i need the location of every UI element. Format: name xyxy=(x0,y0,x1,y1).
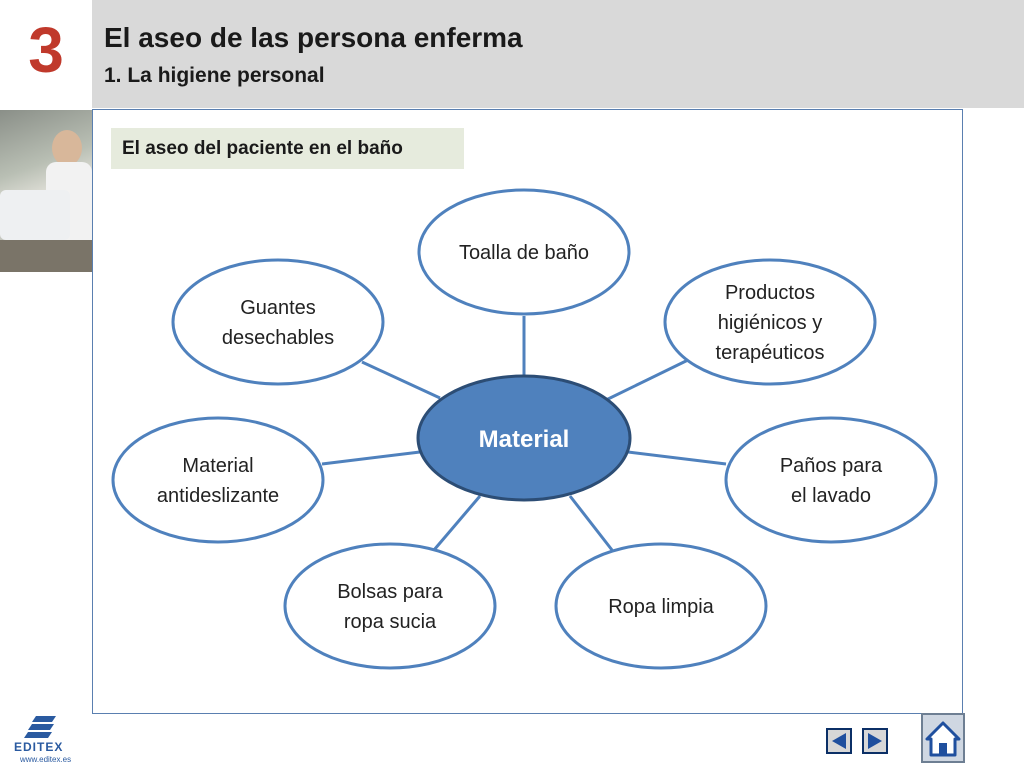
node-label-panos-1: el lavado xyxy=(791,485,871,507)
connector-productos xyxy=(605,358,689,402)
triangle-right-icon xyxy=(868,733,882,749)
node-antideslizante: Material antideslizante xyxy=(111,416,325,544)
connector-panos xyxy=(627,450,727,466)
next-button[interactable] xyxy=(862,728,888,754)
connector-ropa-limpia xyxy=(568,495,614,551)
center-node: Material xyxy=(416,374,632,502)
node-label-productos-0: Productos xyxy=(725,282,815,304)
section-label: El aseo del paciente en el baño xyxy=(111,128,464,169)
nursing-photo xyxy=(0,110,92,272)
previous-button[interactable] xyxy=(826,728,852,754)
connectors xyxy=(321,316,727,551)
node-label-guantes-1: desechables xyxy=(222,327,334,349)
node-label-antideslizante-1: antideslizante xyxy=(157,485,279,507)
node-ellipse-productos xyxy=(663,258,877,386)
node-ellipse-antideslizante xyxy=(111,416,325,544)
node-label-productos-2: terapéuticos xyxy=(716,342,825,364)
chapter-number: 3 xyxy=(28,14,64,86)
node-ellipse-panos xyxy=(724,416,938,544)
logo-url: www.editex.es xyxy=(20,755,72,764)
page-subtitle: 1. La higiene personal xyxy=(104,64,325,87)
center-label: Material xyxy=(479,426,570,453)
node-label-guantes-0: Guantes xyxy=(240,297,316,319)
node-panos: Paños para el lavado xyxy=(724,416,938,544)
triangle-left-icon xyxy=(832,733,846,749)
node-label-bolsas-0: Bolsas para xyxy=(337,581,443,603)
editex-logo-icon xyxy=(24,716,56,738)
home-button[interactable] xyxy=(921,713,965,763)
page-title: El aseo de las persona enferma xyxy=(104,22,523,53)
node-toalla: Toalla de baño xyxy=(417,188,631,316)
node-ellipse-guantes xyxy=(171,258,385,386)
node-productos: Productos higiénicos y terapéuticos xyxy=(663,258,877,386)
node-label-antideslizante-0: Material xyxy=(182,455,253,477)
connector-guantes xyxy=(361,360,441,400)
node-ellipse-toalla xyxy=(417,188,631,316)
node-ellipse-ropa-limpia xyxy=(554,542,768,670)
node-label-productos-1: higiénicos y xyxy=(718,312,823,334)
node-label-toalla-0: Toalla de baño xyxy=(459,242,589,264)
node-ellipse-bolsas xyxy=(283,542,497,670)
logo-text: EDITEX xyxy=(14,740,64,754)
node-label-panos-0: Paños para xyxy=(780,455,883,477)
node-label-bolsas-1: ropa sucia xyxy=(344,611,437,633)
connector-bolsas xyxy=(432,495,482,551)
node-bolsas: Bolsas para ropa sucia xyxy=(283,542,497,670)
node-guantes: Guantes desechables xyxy=(171,258,385,386)
house-icon xyxy=(925,721,961,757)
node-label-ropa-limpia-0: Ropa limpia xyxy=(608,596,714,618)
center-ellipse xyxy=(416,374,632,502)
node-ropa-limpia: Ropa limpia xyxy=(554,542,768,670)
connector-antideslizante xyxy=(321,450,421,466)
header-bar: El aseo de las persona enferma 1. La hig… xyxy=(92,0,1024,108)
chapter-box: 3 xyxy=(0,0,92,108)
